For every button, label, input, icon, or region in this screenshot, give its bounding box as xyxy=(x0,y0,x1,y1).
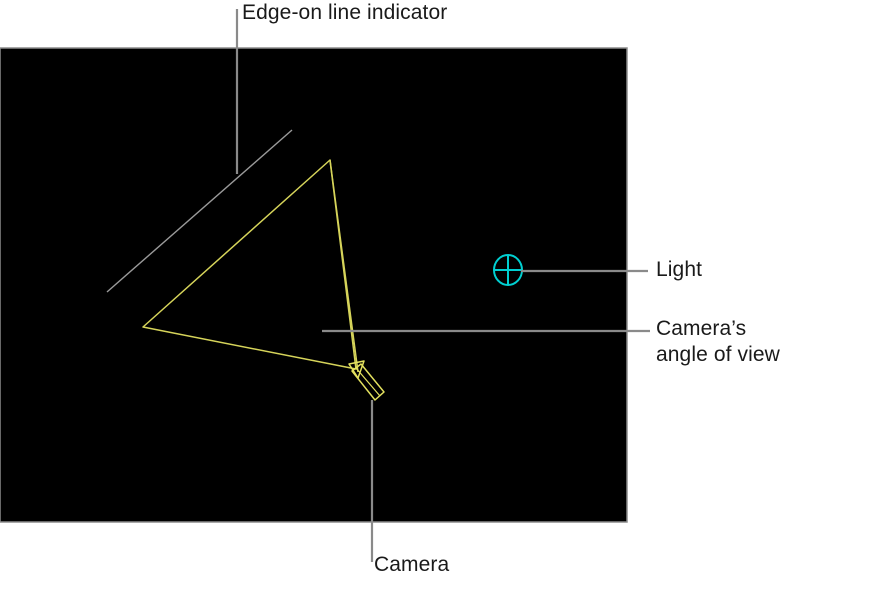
callout-label-cameras-angle-of-view: Camera’s angle of view xyxy=(656,316,780,368)
edge-on-line[interactable] xyxy=(106,129,293,293)
black-3d-viewport[interactable] xyxy=(0,47,628,523)
light-icon[interactable] xyxy=(493,254,523,286)
callout-label-camera: Camera xyxy=(374,553,450,576)
callout-label-light: Light xyxy=(656,258,703,281)
callout-label-aov-line2: angle of view xyxy=(656,343,780,366)
callout-label-aov-line1: Camera’s xyxy=(656,317,747,340)
camera-frustum[interactable] xyxy=(142,159,359,373)
camera-icon[interactable] xyxy=(348,360,385,401)
frustum-right-edge xyxy=(329,159,359,373)
callout-label-edge-on-line-indicator: Edge-on line indicator xyxy=(242,1,448,24)
frustum-outline xyxy=(142,159,357,370)
camera-body xyxy=(351,363,385,401)
camera-body-rib xyxy=(355,367,381,397)
camera-lens-cone xyxy=(348,360,365,379)
